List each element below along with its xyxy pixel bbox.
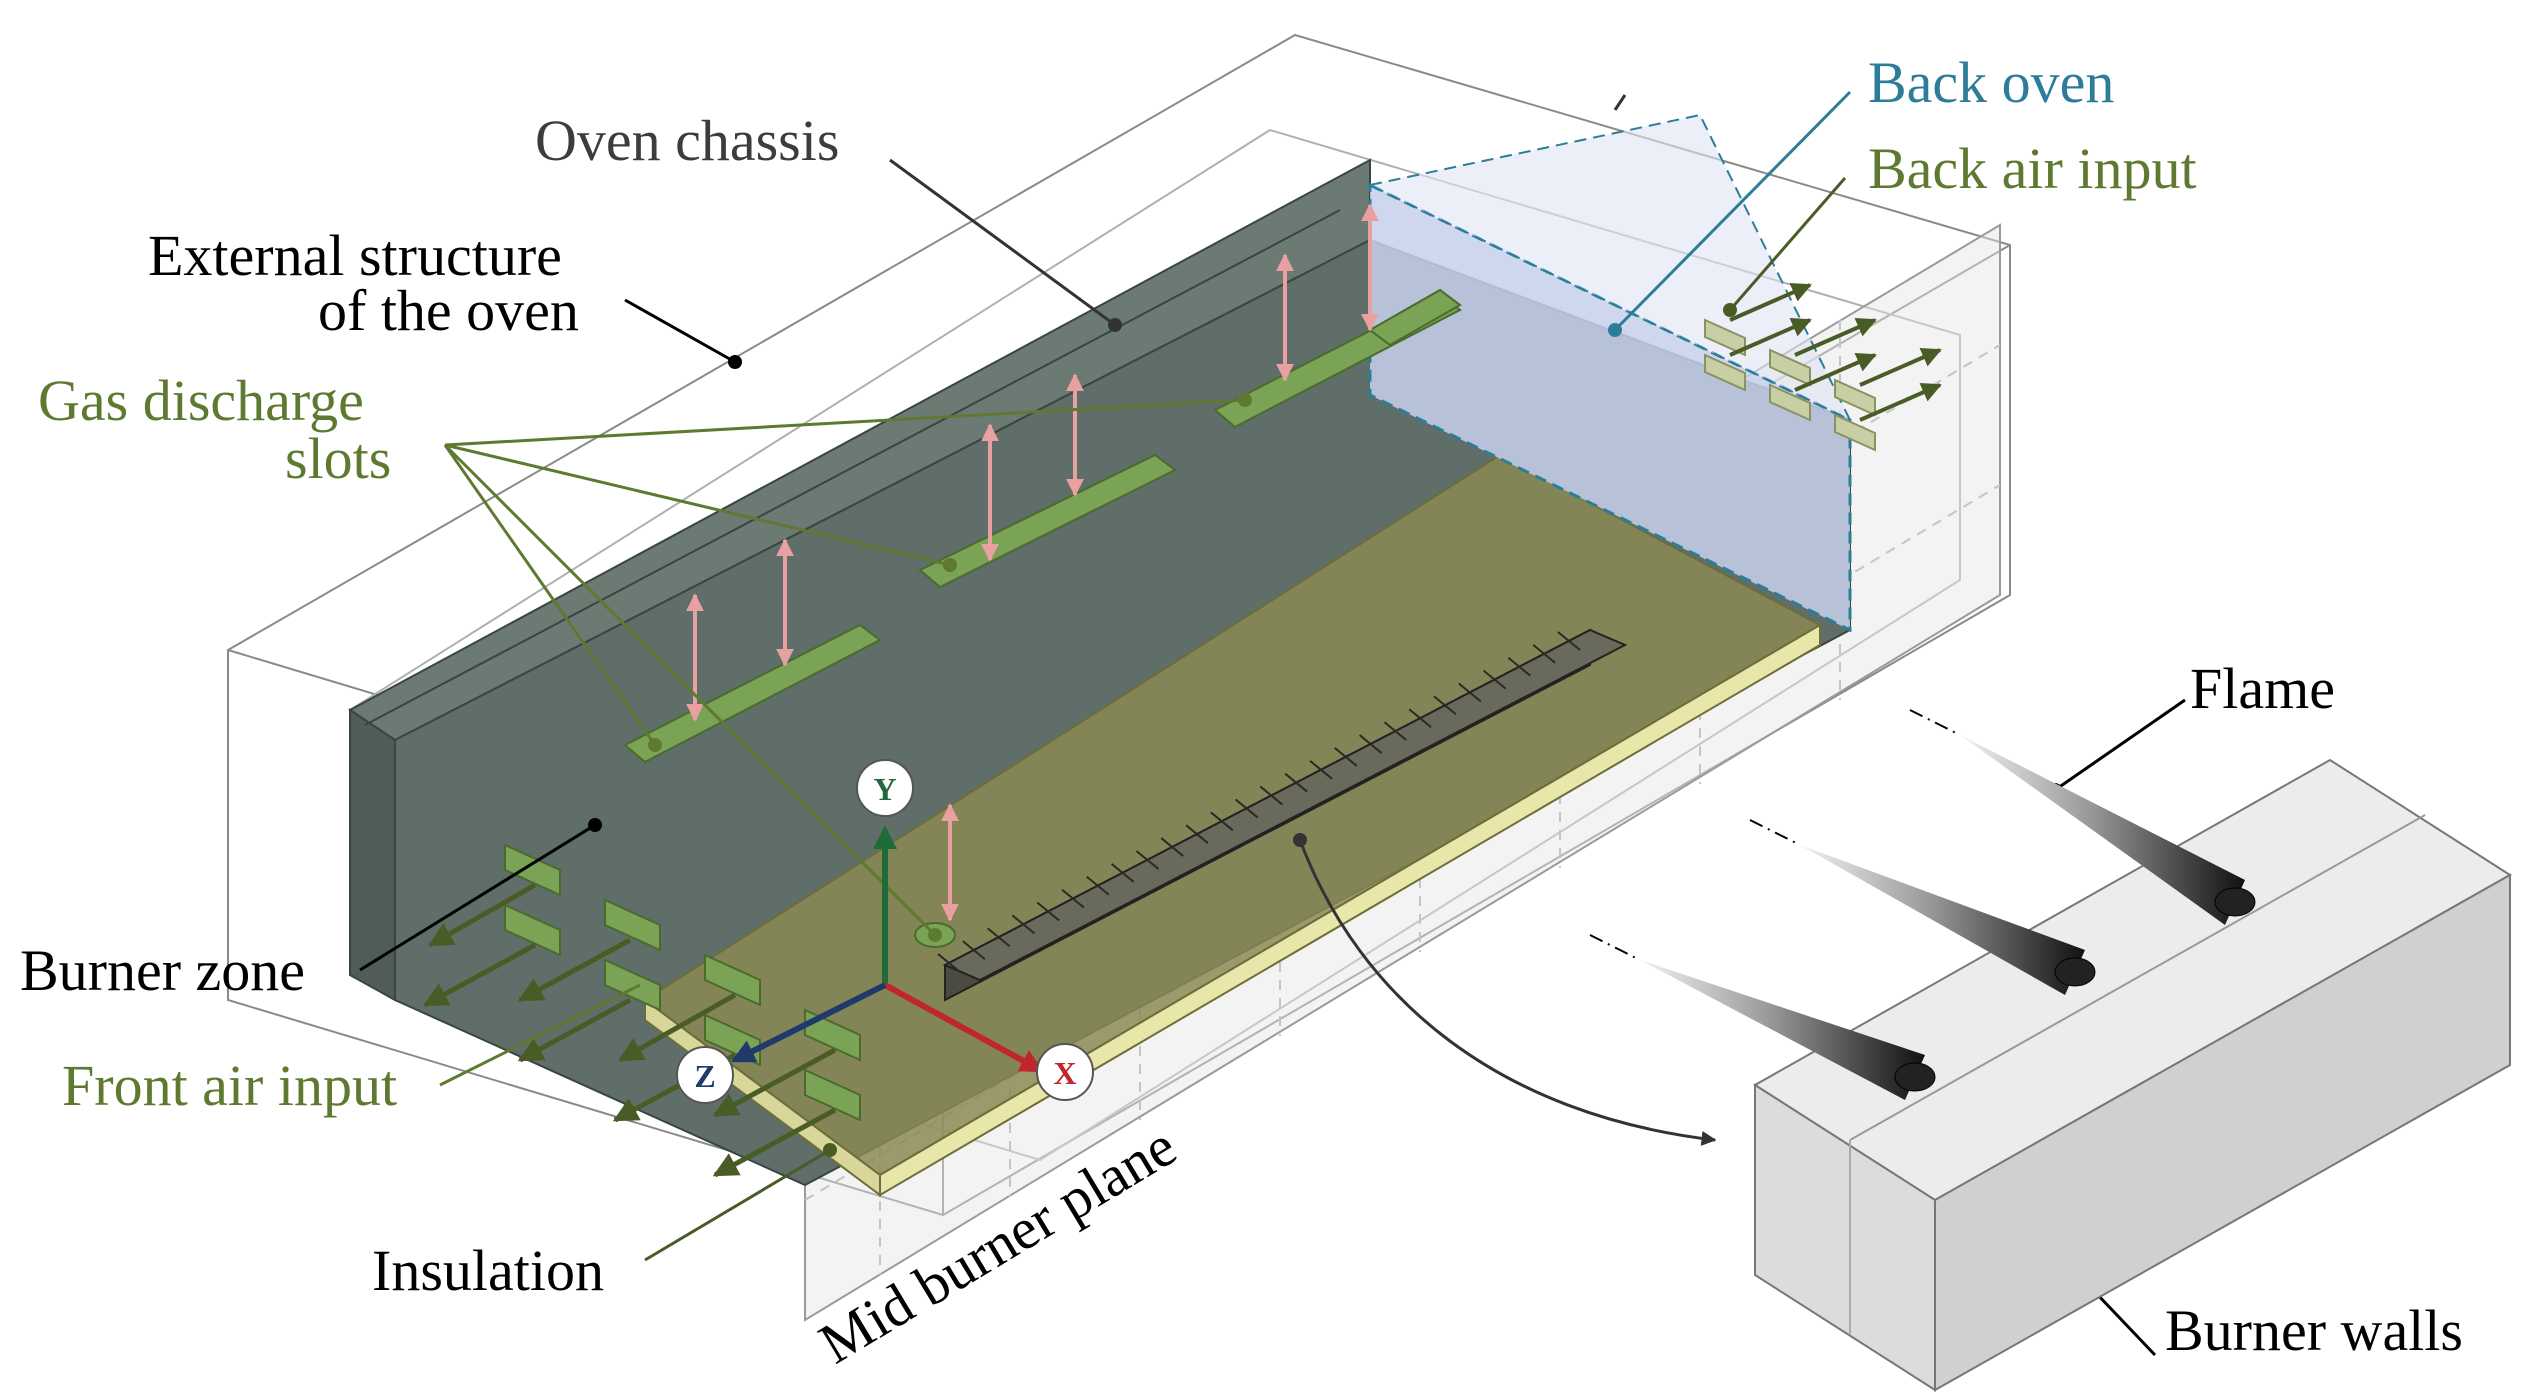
front-air-input: [422, 843, 861, 1178]
burner-fin: [1383, 721, 1408, 741]
burner-fin: [1482, 669, 1507, 690]
gas-flow-arrows: [686, 203, 1379, 922]
burner-fin: [1210, 811, 1234, 832]
burner-fin: [1507, 656, 1532, 677]
burner-fin: [1334, 747, 1358, 767]
burner-fin: [1110, 863, 1135, 883]
label-front-air-input: Front air input: [62, 1053, 397, 1118]
burner-fin: [1061, 888, 1085, 909]
label-external-structure-2: of the oven: [318, 278, 579, 343]
axis-z-arrow: [730, 982, 887, 1063]
axis-badges: [676, 759, 1094, 1104]
label-burner-walls: Burner walls: [2165, 1298, 2463, 1363]
burner-fin: [1160, 837, 1184, 857]
burner-fin: [1036, 901, 1060, 922]
burner-fin: [1532, 644, 1556, 664]
label-burner-zone: Burner zone: [20, 938, 305, 1003]
burner-fin: [1259, 785, 1284, 806]
burner-fin: [1011, 914, 1036, 935]
flame-2: [1749, 819, 2096, 995]
burner-walls: [1753, 758, 2512, 1392]
label-insulation: Insulation: [372, 1238, 604, 1303]
label-back-oven: Back oven: [1868, 50, 2114, 115]
label-external-structure-1: External structure: [148, 223, 562, 288]
axis-z-label: Z: [694, 1058, 715, 1094]
burner-fin: [1458, 682, 1482, 703]
flame-3: [1909, 709, 2256, 925]
burner-fin: [1135, 850, 1160, 870]
burner-fin: [1433, 695, 1457, 716]
burner-fin: [1408, 708, 1432, 729]
burner-bar: [937, 628, 1628, 1002]
burner-fin: [986, 927, 1011, 948]
leader-dots: [588, 303, 2062, 1257]
coordinate-axes: [730, 825, 1045, 1073]
label-flame: Flame: [2190, 656, 2335, 721]
burner-fin: [1358, 734, 1383, 754]
flame-1: [1589, 934, 1936, 1100]
label-gas-discharge-2: slots: [285, 426, 391, 491]
burner-fin: [1234, 798, 1259, 819]
burner-fin: [1557, 631, 1581, 651]
leader-lines: [359, 90, 2186, 1357]
axis-y-label: Y: [873, 771, 896, 807]
axis-x-arrow: [883, 982, 1045, 1073]
label-back-air-input: Back air input: [1868, 136, 2197, 201]
chassis-ridge: [364, 209, 1341, 726]
burner-fin: [962, 940, 986, 960]
burner-fin: [1309, 760, 1333, 780]
label-gas-discharge-1: Gas discharge: [38, 368, 364, 433]
burner-fin: [937, 953, 961, 973]
flames: [1589, 709, 2256, 1100]
label-oven-chassis: Oven chassis: [535, 108, 839, 173]
burner-fin: [1185, 824, 1209, 844]
burner-fin: [1086, 875, 1110, 896]
back-air-input: [1704, 283, 1942, 452]
slot-4: [1368, 288, 1462, 347]
axis-x-label: X: [1053, 1055, 1076, 1091]
burner-fin: [1284, 772, 1308, 793]
